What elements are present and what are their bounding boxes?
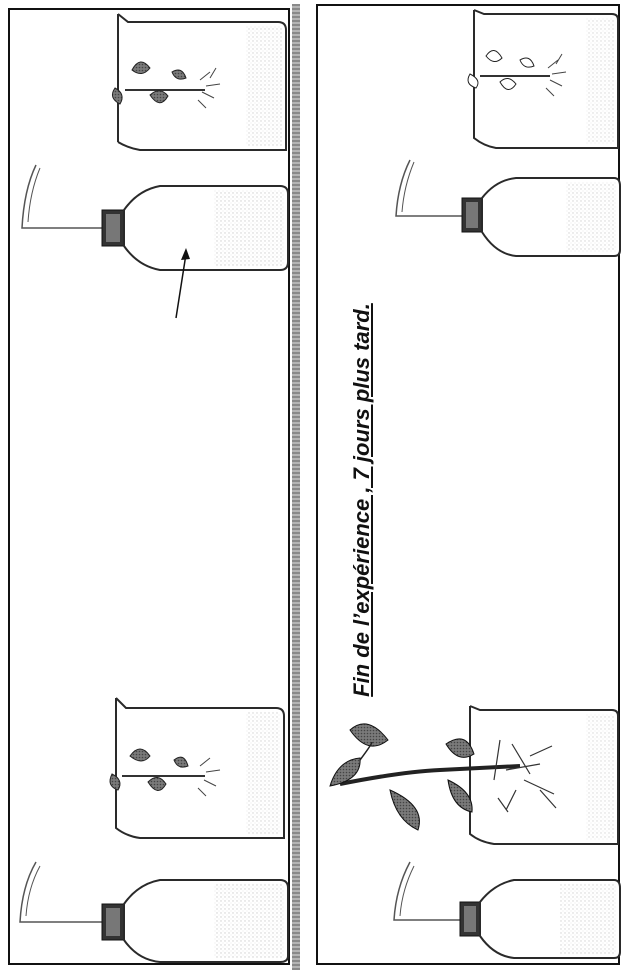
beaker-icon <box>118 14 286 150</box>
plant-cutting-icon <box>468 50 566 96</box>
plant-cutting-icon <box>330 724 556 830</box>
plant-cutting-icon <box>112 62 220 108</box>
plant-cutting-icon <box>110 749 220 796</box>
beaker-icon <box>116 698 284 838</box>
wash-bottle-icon <box>20 862 288 962</box>
beaker-icon <box>470 706 618 844</box>
wash-bottle-icon <box>394 862 620 958</box>
wash-bottle-icon <box>22 165 288 270</box>
wash-bottle-icon <box>396 160 620 256</box>
beaker-icon <box>474 10 618 148</box>
caption-title: Fin de l’expérience , 7 jours plus tard. <box>349 303 375 697</box>
